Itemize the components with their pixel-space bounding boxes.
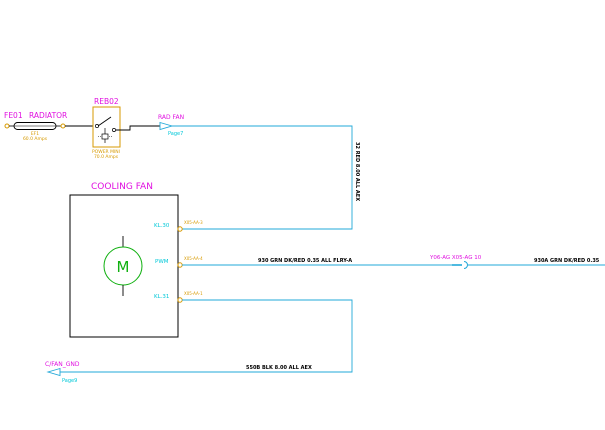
pin-pwm-label: PWM	[155, 259, 169, 265]
relay-contact-arm	[97, 116, 112, 127]
rad-fan-page: Page7	[168, 131, 183, 137]
pwm-wire-label: 930 GRN DK/RED 0.35 ALL FLRY-A	[258, 258, 352, 264]
pin-kl30-terminal	[177, 226, 183, 232]
vertical-wire-label: 32 RED 8.00 ALL AEX	[354, 142, 360, 201]
rad-fan-label: RAD FAN	[158, 114, 184, 121]
pin-kl31-label: KL.31	[154, 294, 169, 300]
pin-kl30-label: KL.30	[154, 223, 170, 229]
fuse-ref: EF1	[31, 131, 39, 137]
relay-coil	[101, 133, 109, 140]
gnd-page: Page9	[62, 378, 77, 384]
component-title: COOLING FAN	[91, 182, 153, 192]
ground-wire-label: 550B BLK 8.00 ALL AEX	[246, 365, 312, 371]
fuse-id: FE01	[4, 111, 23, 120]
fuse-terminal-left	[4, 123, 10, 129]
pwm-wire-cont-label: 930A GRN DK/RED 0.35	[534, 258, 600, 264]
wire-relay-out	[116, 125, 160, 131]
relay-pin-out	[112, 128, 116, 132]
fuse-name: RADIATOR	[29, 111, 67, 120]
fuse-rating: 60.0 Amps	[23, 136, 48, 142]
motor-symbol: M	[117, 258, 130, 276]
gnd-label: C/FAN_GND	[45, 361, 80, 368]
pin-ref-2: X05-AA-4	[184, 256, 203, 261]
relay-rating: 70.0 Amps	[94, 154, 119, 160]
fuse-label: FE01 RADIATOR	[4, 111, 67, 120]
pin-ref-1: X05-AA-3	[184, 220, 203, 225]
relay-id: REB02	[94, 97, 119, 106]
rad-fan-arrow	[159, 121, 174, 131]
connector-socket	[463, 261, 468, 269]
wire-32-red	[172, 125, 353, 230]
gnd-arrow	[46, 367, 61, 377]
pin-ref-3: X05-AA-1	[184, 291, 203, 296]
fuse-terminal-right	[60, 123, 66, 129]
connector-label: Y06-AG X05-AG 10	[429, 255, 482, 261]
relay-box	[92, 106, 121, 148]
relay-name: POWER MINI	[92, 149, 120, 155]
wire-550b-blk	[60, 299, 353, 373]
